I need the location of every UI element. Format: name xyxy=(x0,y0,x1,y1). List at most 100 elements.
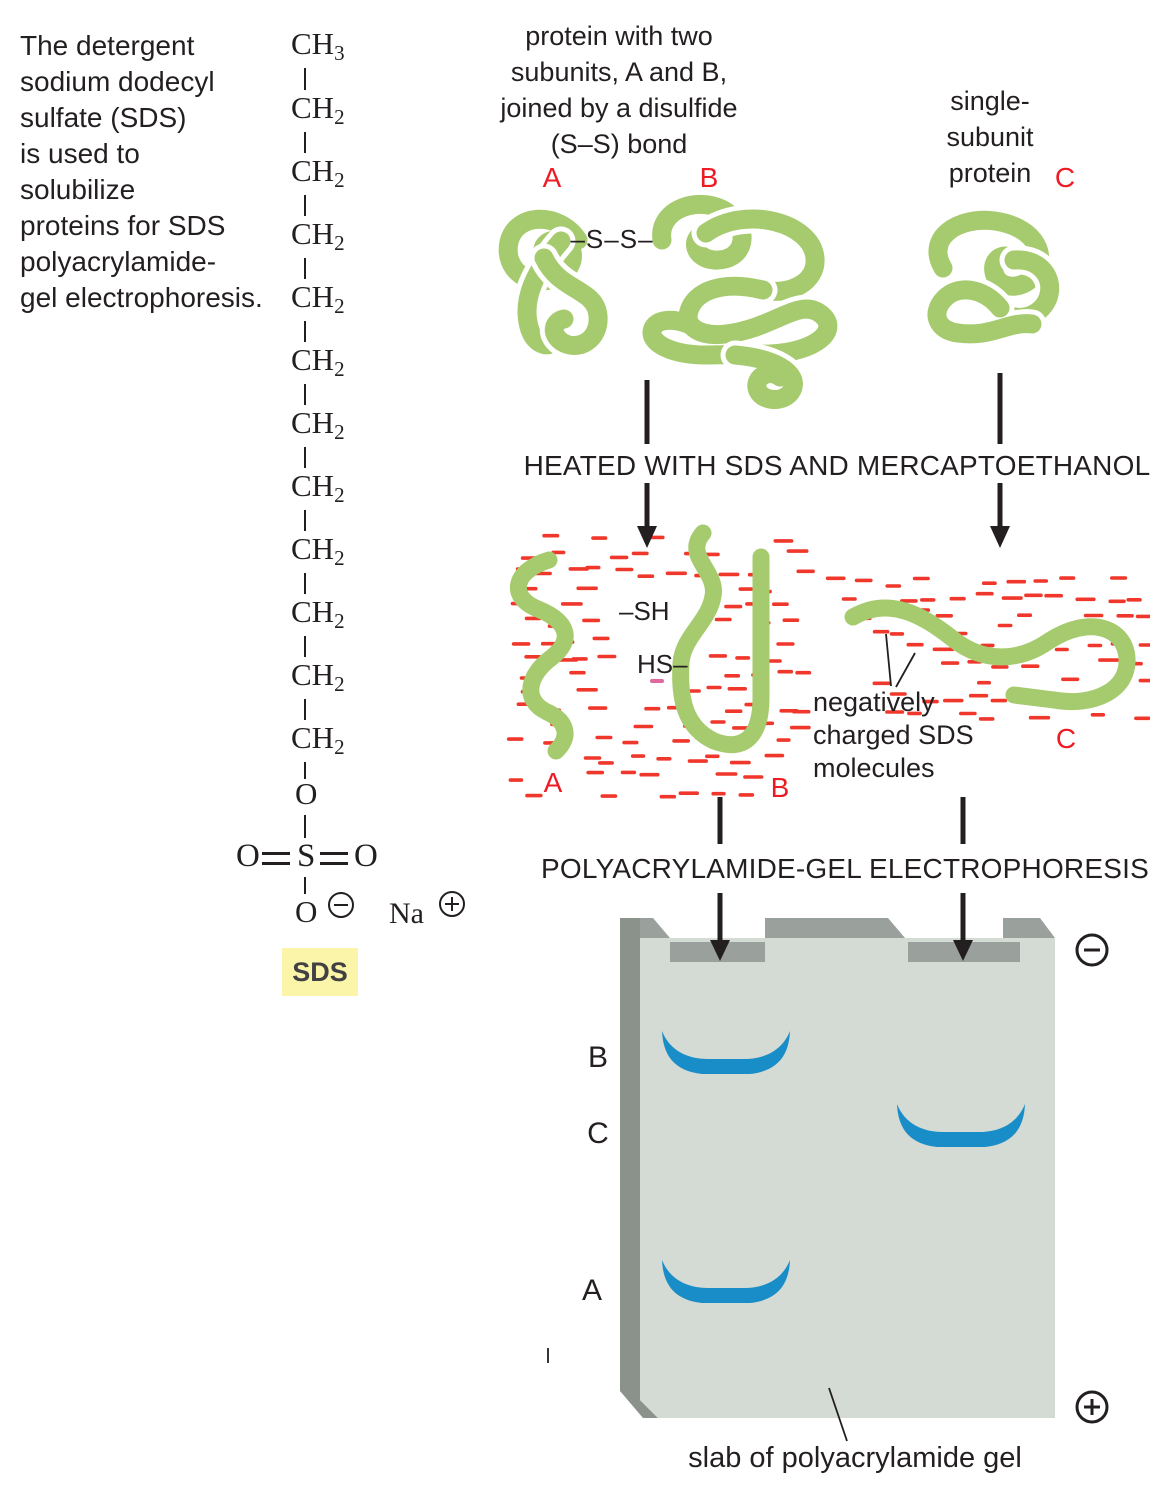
sds-highlight-label: SDS xyxy=(282,948,358,996)
double-bond-line xyxy=(320,862,348,865)
gel-side-face xyxy=(620,918,658,1418)
sds-dash xyxy=(764,659,782,663)
sds-dash xyxy=(582,618,601,623)
sds-dash xyxy=(1059,576,1076,580)
sds-dash xyxy=(796,569,815,574)
sds-dash xyxy=(583,756,602,760)
sds-dash xyxy=(1006,579,1027,584)
sds-dash xyxy=(724,604,743,609)
sds-dash xyxy=(506,737,524,741)
single-bond-line xyxy=(304,384,306,405)
sds-dash xyxy=(520,556,539,560)
single-bond-line xyxy=(304,636,306,657)
sds-dash xyxy=(600,794,618,798)
arrowhead xyxy=(990,526,1010,548)
single-bond-line xyxy=(304,195,306,216)
sds-dash xyxy=(620,770,637,775)
sds-dash xyxy=(519,586,538,591)
sds-dash xyxy=(1110,576,1128,580)
lane-label-b: B xyxy=(587,1041,609,1074)
sds-dash xyxy=(724,674,741,678)
sds-dash xyxy=(967,660,983,664)
sds-dash xyxy=(779,709,799,713)
sds-dash xyxy=(792,709,811,714)
note-leader-1 xyxy=(885,633,892,687)
single-bond-line xyxy=(304,815,306,838)
sds-dash xyxy=(1021,664,1040,668)
sds-dash xyxy=(539,708,561,712)
sds-dash xyxy=(738,793,755,797)
sds-dash xyxy=(648,535,665,540)
sds-dash xyxy=(683,724,699,728)
sds-dash xyxy=(705,754,720,759)
minus-circle-icon xyxy=(1075,933,1109,967)
sds-dash xyxy=(978,717,995,721)
sds-dash xyxy=(980,643,995,648)
sds-dash xyxy=(886,612,908,617)
sds-dash xyxy=(990,698,1008,703)
sds-dash xyxy=(687,759,708,763)
gel-comb-left xyxy=(640,918,670,938)
sds-dash xyxy=(630,754,646,758)
single-bond-line xyxy=(304,573,306,594)
sds-dash xyxy=(666,705,685,710)
sds-dash xyxy=(732,726,754,730)
sds-dash xyxy=(1098,658,1120,662)
sulfur-atom: S xyxy=(297,838,316,874)
sds-dash xyxy=(718,572,740,577)
sds-dash xyxy=(665,571,687,576)
stage2-label-b: B xyxy=(770,772,790,803)
gel-well-1 xyxy=(670,942,765,962)
stage1-label-c: C xyxy=(1054,162,1076,193)
sds-dash xyxy=(586,770,605,775)
sds-dash xyxy=(556,658,579,662)
sds-dash xyxy=(935,614,953,618)
ester-oxygen: O xyxy=(295,776,318,811)
sds-dash xyxy=(1017,613,1033,617)
sds-dash xyxy=(975,591,994,596)
single-bond-line xyxy=(304,510,306,531)
sds-dash xyxy=(773,539,794,543)
note-leader-2 xyxy=(895,652,916,688)
sds-dash xyxy=(735,656,751,660)
protein-b xyxy=(637,195,843,414)
sds-dash xyxy=(508,778,524,782)
sulfate-oxygen-right: O xyxy=(354,838,378,874)
sds-dash xyxy=(855,616,872,621)
sds-dash xyxy=(1024,593,1043,598)
intro-paragraph: The detergent sodium dodecyl sulfate (SD… xyxy=(20,30,263,313)
denatured-protein-a xyxy=(510,551,574,760)
sds-dash xyxy=(714,617,732,622)
sds-dash xyxy=(920,598,936,602)
sds-dash xyxy=(631,551,649,556)
lane-label-a: A xyxy=(581,1274,603,1307)
sds-dash xyxy=(1070,630,1092,634)
sds-dash xyxy=(559,640,575,644)
sds-dash xyxy=(711,791,726,796)
gel-comb-center xyxy=(765,918,905,938)
gel-caption: slab of polyacrylamide gel xyxy=(688,1442,1022,1474)
sds-dash xyxy=(841,597,857,601)
sds-dash xyxy=(710,720,726,724)
sds-dash xyxy=(744,702,762,707)
sds-dash xyxy=(637,574,655,578)
chain-formula: CH2 xyxy=(291,405,345,444)
sds-dash xyxy=(977,680,991,685)
gel-comb-right xyxy=(1003,918,1055,938)
sds-dash xyxy=(684,551,699,556)
sds-dash xyxy=(703,552,720,557)
stage1-label-a: A xyxy=(542,162,562,193)
gel-slab xyxy=(620,918,1055,1418)
sds-dash xyxy=(825,576,846,581)
sds-dash xyxy=(678,791,699,795)
sds-dash xyxy=(782,618,800,622)
sds-dash xyxy=(585,565,601,570)
chain-formula: CH2 xyxy=(291,594,345,633)
sds-dash xyxy=(1083,613,1104,618)
sds-dash xyxy=(755,621,771,625)
sds-dash xyxy=(872,629,890,634)
chain-formula: CH2 xyxy=(291,342,345,381)
sds-dash xyxy=(659,794,677,799)
sds-dash xyxy=(644,706,661,711)
chain-formula: CH3 xyxy=(291,26,345,65)
